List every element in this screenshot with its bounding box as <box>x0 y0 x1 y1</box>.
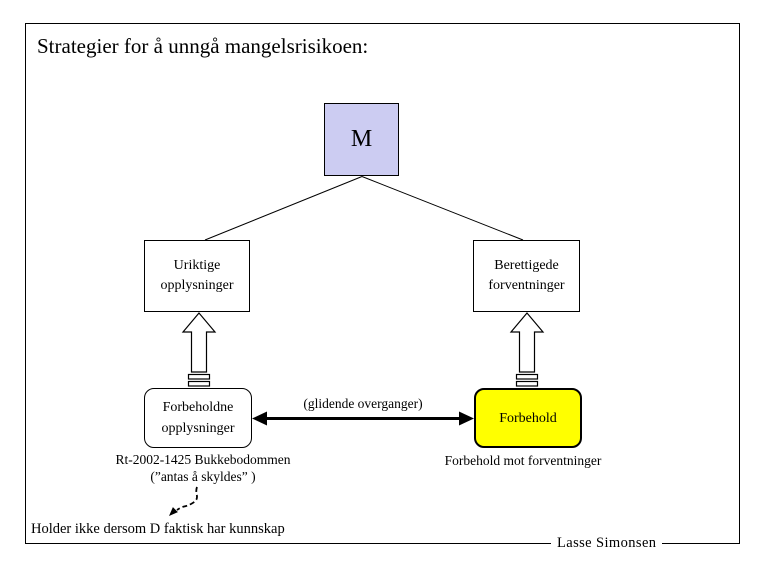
slide-title: Strategier for å unngå mangelsrisikoen: <box>37 34 369 58</box>
arrow-label: (glidende overganger) <box>303 396 423 411</box>
node-label-line: Forbeholdne <box>162 400 234 415</box>
node-label-line: Uriktige <box>173 258 221 273</box>
node-label-line: Berettigede <box>494 258 559 273</box>
node-label-line: opplysninger <box>160 278 234 293</box>
caption-line: (”antas å skyldes” ) <box>150 468 256 484</box>
node-uriktige-opplysninger: Uriktige opplysninger <box>144 240 250 312</box>
node-label-line: forventninger <box>488 278 565 293</box>
node-m: M <box>324 103 399 176</box>
caption-line: Rt-2002-1425 Bukkebodommen <box>115 452 291 467</box>
node-label-line: opplysninger <box>161 421 235 436</box>
node-berettigede-forventninger: Berettigede forventninger <box>473 240 580 312</box>
node-forbeholdne-opplysninger: Forbeholdne opplysninger <box>144 388 252 448</box>
node-m-label: M <box>350 126 373 152</box>
slide-border-frame <box>25 23 740 544</box>
caption-rt-2002-1425: Rt-2002-1425 Bukkebodommen (”antas å sky… <box>103 452 303 485</box>
node-label-line: Forbehold <box>499 410 557 426</box>
caption-forbehold-mot-forventninger: Forbehold mot forventninger <box>444 453 602 468</box>
note-holder-ikke: Holder ikke dersom D faktisk har kunnska… <box>31 521 285 537</box>
footer-author: Lasse Simonsen <box>551 535 663 551</box>
node-forbehold: Forbehold <box>474 388 582 448</box>
